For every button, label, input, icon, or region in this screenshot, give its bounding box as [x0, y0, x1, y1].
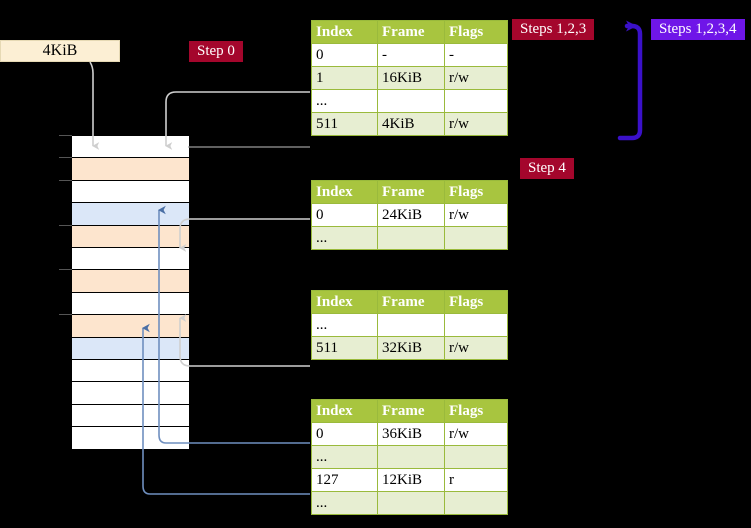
memory-frame-row: [71, 135, 190, 159]
badge-steps-1-2-3-4: Steps 1,2,3,4: [651, 19, 745, 40]
column-header-index: Index: [311, 20, 378, 44]
badge-step-0: Step 0: [189, 41, 243, 62]
memory-frame-row: [71, 247, 190, 271]
callout-4kib: 4KiB: [0, 40, 120, 62]
table-cell-flags: r: [444, 468, 508, 492]
table-cell-index: 0: [311, 43, 378, 67]
arrow-l3-row0-to-memory: [179, 218, 310, 252]
column-header-flags: Flags: [444, 20, 508, 44]
table-cell-frame: [377, 226, 445, 250]
table-cell-index: ...: [311, 491, 378, 515]
memory-frame-row: [71, 336, 190, 360]
table-cell-frame: [377, 89, 445, 113]
memory-frame-row: [71, 381, 190, 405]
memory-frame-row: [71, 224, 190, 248]
badge-steps-1-2-3: Steps 1,2,3: [512, 19, 595, 40]
callout-4kib-label: 4KiB: [42, 42, 78, 59]
table-row: ...: [311, 89, 508, 113]
column-header-frame: Frame: [377, 399, 445, 423]
column-header-frame: Frame: [377, 290, 445, 314]
badge-steps-1-2-3-label: Steps 1,2,3: [520, 21, 587, 37]
table-cell-index: 511: [311, 112, 378, 136]
table-row: ...: [311, 445, 508, 469]
table-cell-flags: r/w: [444, 422, 508, 446]
table-cell-flags: r/w: [444, 203, 508, 227]
memory-frame-row: [71, 359, 190, 383]
memory-frame-row: [71, 269, 190, 293]
column-header-flags: Flags: [444, 290, 508, 314]
arrow-steps-loop: [617, 20, 643, 141]
memory-frame-row: [71, 314, 190, 338]
table-cell-flags: [444, 491, 508, 515]
table-cell-frame: 4KiB: [377, 112, 445, 136]
column-header-frame: Frame: [377, 20, 445, 44]
table-cell-frame: [377, 313, 445, 337]
arrow-4kib-to-memory: [89, 61, 100, 150]
memory-tick-mark: [59, 157, 72, 159]
table-row: ...: [311, 491, 508, 515]
table-cell-frame: [377, 445, 445, 469]
table-row: 0--: [311, 43, 508, 67]
table-cell-index: ...: [311, 226, 378, 250]
table-cell-flags: [444, 226, 508, 250]
table-cell-index: 1: [311, 66, 378, 90]
table-row: ...: [311, 226, 508, 250]
memory-frame-row: [71, 291, 190, 316]
table-cell-index: 511: [311, 336, 378, 360]
table-row: ...: [311, 313, 508, 337]
table-cell-frame: 24KiB: [377, 203, 445, 227]
column-header-flags: Flags: [444, 180, 508, 204]
memory-frame-row: [71, 403, 190, 428]
memory-frame-row: [71, 202, 190, 226]
column-header-index: Index: [311, 290, 378, 314]
table-cell-flags: [444, 313, 508, 337]
table-cell-flags: -: [444, 43, 508, 67]
table-cell-frame: 36KiB: [377, 422, 445, 446]
table-cell-flags: [444, 89, 508, 113]
column-header-frame: Frame: [377, 180, 445, 204]
column-header-flags: Flags: [444, 399, 508, 423]
memory-tick-mark: [59, 314, 72, 316]
table-cell-index: 127: [311, 468, 378, 492]
memory-tick-mark: [59, 269, 72, 271]
memory-frame-row: [71, 179, 190, 204]
table-cell-frame: 16KiB: [377, 66, 445, 90]
memory-frame-row: [71, 426, 190, 450]
memory-tick-mark: [59, 179, 72, 181]
table-cell-index: 0: [311, 422, 378, 446]
column-header-index: Index: [311, 180, 378, 204]
badge-step-4-label: Step 4: [528, 160, 566, 176]
memory-tick-mark: [59, 224, 72, 226]
table-cell-index: ...: [311, 89, 378, 113]
memory-frame-row: [71, 157, 190, 181]
table-cell-flags: r/w: [444, 336, 508, 360]
table-cell-flags: [444, 445, 508, 469]
arrow-l2-row511-to-memory: [179, 314, 310, 367]
table-cell-frame: 12KiB: [377, 468, 445, 492]
badge-step-4: Step 4: [520, 158, 574, 179]
table-cell-index: ...: [311, 445, 378, 469]
column-header-index: Index: [311, 399, 378, 423]
physical-memory-column: [59, 135, 190, 450]
badge-step-0-label: Step 0: [197, 43, 235, 59]
table-cell-frame: 32KiB: [377, 336, 445, 360]
memory-tick-mark: [59, 135, 72, 136]
table-cell-index: ...: [311, 313, 378, 337]
table-cell-flags: r/w: [444, 66, 508, 90]
table-cell-frame: [377, 491, 445, 515]
badge-steps-1-2-3-4-label: Steps 1,2,3,4: [659, 21, 737, 37]
table-cell-flags: r/w: [444, 112, 508, 136]
table-cell-index: 0: [311, 203, 378, 227]
table-cell-frame: -: [377, 43, 445, 67]
